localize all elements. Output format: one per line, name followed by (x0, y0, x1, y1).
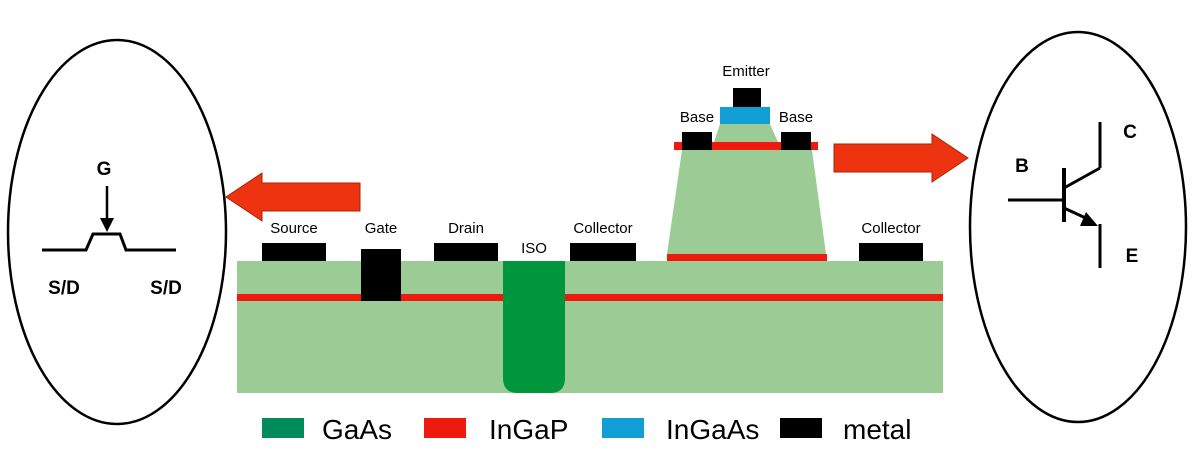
hbt-emitter-metal (733, 88, 761, 107)
bjt-emitter-arrowhead (1080, 212, 1098, 226)
drain-metal (434, 243, 498, 261)
fet-sd-right-label: S/D (150, 278, 182, 299)
fet-gate-arrowhead (100, 218, 114, 232)
legend: GaAs InGaP InGaAs metal (262, 414, 911, 445)
legend-swatch-metal (780, 418, 822, 438)
iso-label: ISO (521, 240, 547, 257)
bjt-symbol-ellipse (968, 30, 1188, 424)
legend-label-ingap: InGaP (489, 414, 568, 445)
bjt-emitter-label: E (1126, 246, 1139, 267)
fet-symbol-ellipse (6, 38, 228, 426)
hbt-base-ingap (674, 142, 818, 150)
legend-swatch-gaas (262, 418, 304, 438)
left-pointing-arrow (225, 172, 361, 222)
source-metal (262, 243, 326, 261)
hbt-base-right-metal (781, 132, 811, 150)
device-cross-section (237, 88, 943, 393)
hbt-base-left-metal (682, 132, 712, 150)
hbt-subcollector-ingap (667, 254, 827, 261)
fet-symbol-group: G S/D S/D (6, 38, 228, 426)
collector-right-metal (859, 243, 923, 261)
base-left-label: Base (680, 109, 714, 126)
fet-channel-line (42, 232, 176, 252)
right-pointing-arrow (833, 133, 969, 183)
source-label: Source (270, 220, 318, 237)
source-mesa (262, 261, 360, 294)
legend-label-metal: metal (843, 414, 911, 445)
bjt-base-label: B (1015, 156, 1029, 177)
drain-label: Drain (448, 220, 484, 237)
hbt-emitter-ingaas (720, 107, 770, 124)
emitter-label: Emitter (722, 63, 770, 80)
fet-gate-label: G (97, 159, 112, 180)
legend-label-ingaas: InGaAs (666, 414, 759, 445)
bjt-symbol-group: B C E (968, 30, 1188, 424)
hbt-collector-mesa (667, 150, 826, 254)
hbt-emitter-mesa (714, 124, 778, 142)
legend-swatch-ingap (424, 418, 466, 438)
gate-label: Gate (365, 220, 398, 237)
ingap-layer (237, 294, 943, 301)
gaas-substrate (237, 261, 943, 393)
collector-left-metal (570, 243, 636, 261)
base-right-label: Base (779, 109, 813, 126)
gate-metal (361, 249, 401, 301)
drain-mesa (404, 261, 500, 294)
legend-swatch-ingaas (602, 418, 644, 438)
bjt-collector-diagonal (1063, 166, 1101, 190)
collector-left-label: Collector (573, 220, 632, 237)
collector-right-label: Collector (861, 220, 920, 237)
fet-sd-left-label: S/D (48, 278, 80, 299)
legend-label-gaas: GaAs (322, 414, 392, 445)
bjt-collector-label: C (1123, 122, 1137, 143)
iso-implant (503, 261, 565, 393)
